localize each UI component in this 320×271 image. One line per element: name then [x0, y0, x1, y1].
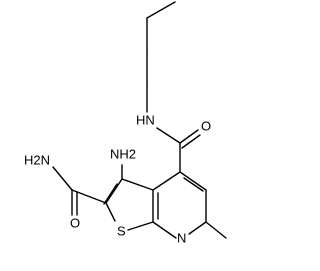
right-carboxamide: [156, 127, 201, 173]
bond: [146, 1, 176, 19]
bond: [156, 127, 181, 144]
bond: [105, 202, 116, 222]
h2n-amide-label: H2N: [24, 152, 50, 167]
nh2-ring-label: NH2: [110, 146, 136, 161]
nh-label: HN: [136, 112, 155, 127]
pyridine-ring: [152, 171, 227, 239]
bond: [179, 171, 207, 191]
bond: [183, 177, 204, 192]
ring-nitrogen-label: N: [177, 230, 186, 245]
left-substituents: [52, 164, 123, 216]
sulfur-label: S: [117, 223, 126, 238]
bond: [152, 171, 181, 191]
bond: [152, 221, 177, 239]
bond: [52, 166, 73, 191]
chemical-structure-diagram: HN O NH2 H2N O S N: [24, 1, 227, 245]
bond: [127, 221, 154, 231]
o-right-label: O: [201, 118, 211, 133]
bond: [181, 134, 201, 149]
bond: [105, 178, 123, 204]
bond: [121, 178, 154, 191]
o-left-label: O: [70, 215, 80, 230]
thiophene-ring: [103, 178, 154, 231]
butyl-chain: [146, 1, 176, 113]
bond: [205, 221, 227, 239]
bond: [188, 221, 207, 235]
bond: [103, 183, 118, 205]
bond: [179, 129, 199, 144]
